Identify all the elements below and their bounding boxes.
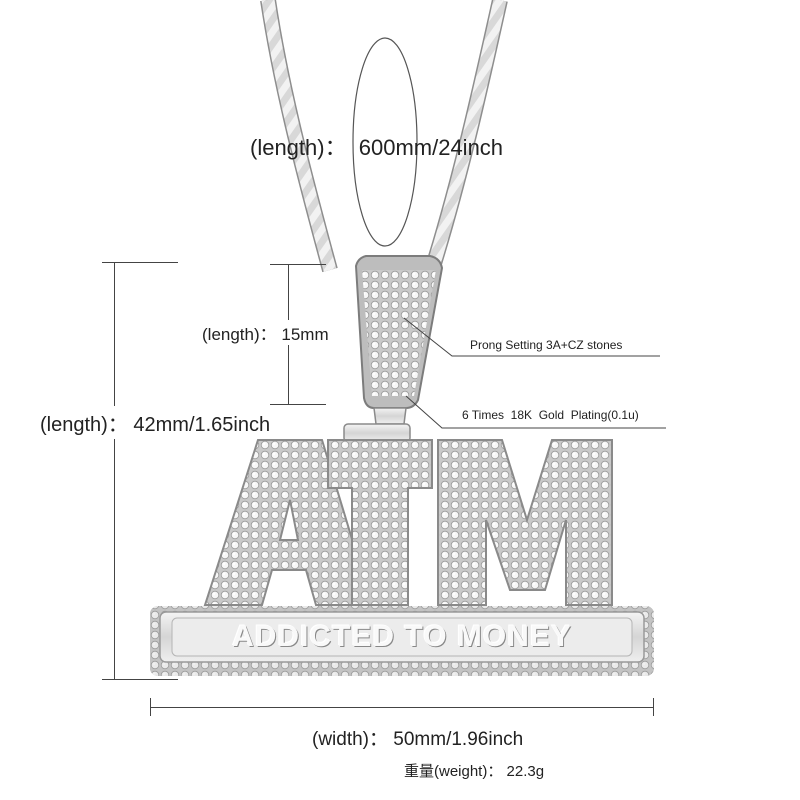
weight-value: 22.3g — [506, 763, 545, 780]
pendant-length-label: (length)： 42mm/1.65inch — [40, 406, 271, 439]
bail — [343, 255, 444, 443]
width-label: (width)： 50mm/1.96inch — [312, 724, 523, 751]
overall-dim-vertical — [114, 262, 115, 679]
bail-length-value: 15mm — [281, 325, 329, 344]
plating-callout: 6 Times 18K Gold Plating(0.1u) — [462, 408, 639, 422]
chain-length-value: 600mm/24inch — [358, 135, 504, 160]
weight-key: 重量(weight)： — [404, 763, 503, 780]
overall-dim-bottom-tick — [102, 679, 178, 680]
bail-dim-top-tick — [270, 264, 326, 265]
rope-chain — [260, 0, 508, 273]
chain-length-key: (length)： — [250, 135, 347, 160]
pendant-length-value: 42mm/1.65inch — [133, 414, 271, 436]
plate-text: ADDICTED TO MONEY — [232, 620, 572, 653]
width-key: (width)： — [312, 729, 389, 750]
name-plate — [150, 606, 654, 676]
stones-callout: Prong Setting 3A+CZ stones — [470, 338, 623, 352]
bail-length-key: (length)： — [202, 325, 277, 344]
chain-oval-indicator — [352, 37, 418, 247]
pendant-length-key: (length)： — [40, 414, 128, 436]
overall-dim-top-tick — [102, 262, 178, 263]
bail-length-label: (length)： 15mm — [200, 320, 331, 345]
atm-letters — [203, 439, 613, 606]
width-dim-right-tick — [653, 698, 654, 716]
width-value: 50mm/1.96inch — [393, 729, 524, 750]
weight-label: 重量(weight)： 22.3g — [404, 760, 544, 781]
bail-dim-bottom-tick — [270, 404, 326, 405]
chain-length-label: (length)： 600mm/24inch — [250, 130, 503, 162]
width-dim-horizontal — [150, 707, 653, 708]
